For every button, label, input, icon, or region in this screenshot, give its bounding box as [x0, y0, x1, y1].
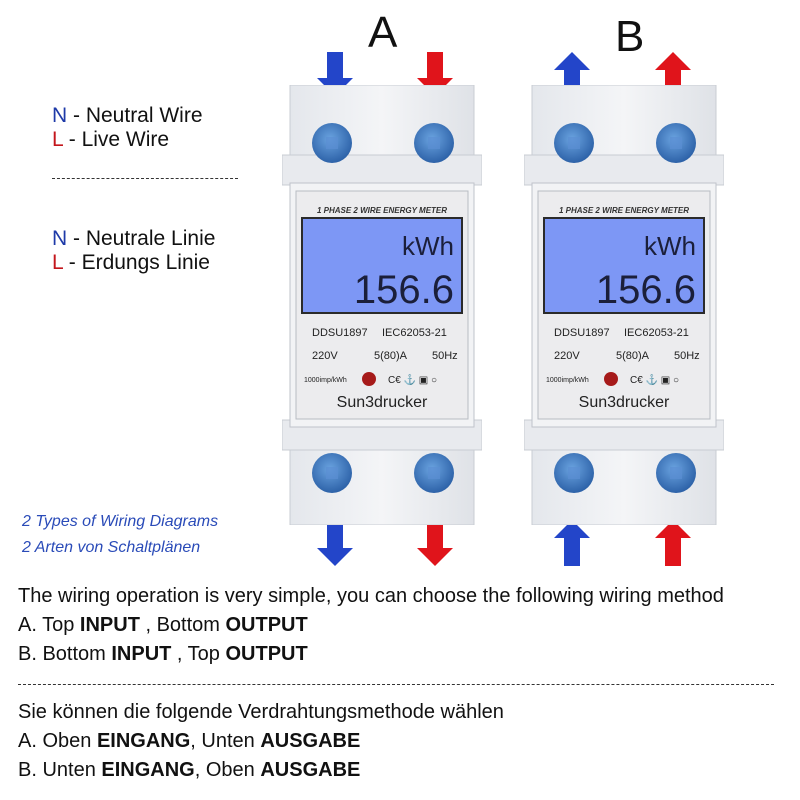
meter-voltage: 220V	[312, 350, 338, 362]
types-en: 2 Types of Wiring Diagrams	[22, 513, 219, 530]
legend-divider	[52, 178, 238, 179]
meter-header: 1 PHASE 2 WIRE ENERGY METER	[317, 206, 447, 215]
diagram-label-b: B	[615, 12, 645, 61]
arrow-up-icon	[655, 52, 691, 96]
text-input: INPUT	[111, 643, 172, 665]
lcd-unit: kWh	[644, 231, 696, 261]
meter-impulse: 1000imp/kWh	[546, 377, 589, 384]
text-mid: , Oben	[194, 759, 261, 781]
diagram-label-a: A	[368, 8, 398, 57]
meter-brand: Sun3drucker	[579, 394, 670, 411]
instructions-en-intro: The wiring operation is very simple, you…	[18, 585, 724, 607]
arrow-down-icon	[317, 520, 353, 566]
meter-current: 5(80)A	[616, 350, 650, 362]
legend-live-de: L - Erdungs Linie	[52, 251, 210, 275]
text-output: AUSGABE	[260, 730, 361, 752]
certification-icons: C€ ⚓ ▣ ○	[388, 373, 437, 386]
arrow-up-icon	[554, 520, 590, 566]
legend-neutral-de-text: - Neutrale Linie	[67, 227, 216, 250]
legend-live-en: L - Live Wire	[52, 128, 169, 152]
n-letter: N	[52, 104, 68, 127]
text-mid: , Bottom	[139, 614, 226, 636]
lcd-reading: 156.6	[354, 268, 454, 312]
text-prefix: B. Bottom	[18, 643, 112, 665]
text-output: OUTPUT	[225, 643, 308, 665]
text-output: AUSGABE	[260, 759, 361, 781]
meter-model: DDSU1897	[312, 327, 368, 339]
instructions-divider	[18, 684, 774, 685]
arrow-l-bottom-b	[655, 520, 691, 566]
meter-frequency: 50Hz	[674, 350, 700, 362]
arrow-n-top-b	[554, 52, 590, 96]
terminal-screw-icon	[554, 123, 696, 493]
text-prefix: B. Unten	[18, 759, 102, 781]
meter-model: DDSU1897	[554, 327, 610, 339]
legend-neutral-en-text: - Neutral Wire	[67, 104, 203, 127]
arrow-n-bottom-b	[554, 520, 590, 566]
text-prefix: A. Oben	[18, 730, 97, 752]
text-input: INPUT	[79, 614, 140, 636]
arrows-layer	[317, 52, 691, 566]
meter-standard: IEC62053-21	[624, 327, 689, 339]
pulse-led-icon	[362, 372, 376, 386]
terminal-screw-icon	[312, 123, 454, 493]
arrow-down-icon	[417, 520, 453, 566]
instructions-de-b: B. Unten EINGANG, Oben AUSGABE	[18, 759, 360, 782]
lcd-unit: kWh	[402, 231, 454, 261]
l-letter: L	[52, 251, 63, 274]
meter-brand: Sun3drucker	[337, 394, 428, 411]
lcd-reading: 156.6	[596, 268, 696, 312]
arrow-l-bottom-a	[417, 520, 453, 566]
text-input: EINGANG	[101, 759, 195, 781]
energy-meter-b: 1 PHASE 2 WIRE ENERGY METER kWh 156.6 DD…	[524, 85, 724, 525]
arrow-up-icon	[554, 52, 590, 96]
certification-icons: C€ ⚓ ▣ ○	[630, 373, 679, 386]
instructions-en-a: A. Top INPUT , Bottom OUTPUT	[18, 614, 308, 637]
energy-meter-a: 1 PHASE 2 WIRE ENERGY METER kWh 156.6 DD…	[282, 85, 482, 525]
n-letter: N	[52, 227, 68, 250]
legend-live-de-text: - Erdungs Linie	[62, 251, 210, 274]
types-de: 2 Arten von Schaltplänen	[22, 539, 201, 556]
legend-neutral-de: N - Neutrale Linie	[52, 227, 215, 251]
meter-standard: IEC62053-21	[382, 327, 447, 339]
arrow-up-icon	[655, 520, 691, 566]
meter-voltage: 220V	[554, 350, 580, 362]
text-output: OUTPUT	[225, 614, 308, 636]
lcd-display	[301, 217, 463, 314]
lcd-display	[543, 217, 705, 314]
l-letter: L	[52, 128, 63, 151]
arrow-n-bottom-a	[317, 520, 353, 566]
text-input: EINGANG	[96, 730, 191, 752]
text-mid: , Unten	[190, 730, 261, 752]
instructions-de-intro: Sie können die folgende Verdrahtungsmeth…	[18, 701, 504, 723]
legend-live-en-text: - Live Wire	[62, 128, 170, 151]
text-prefix: A. Top	[18, 614, 80, 636]
meter-current: 5(80)A	[374, 350, 408, 362]
meter-impulse: 1000imp/kWh	[304, 377, 347, 384]
legend-neutral-en: N - Neutral Wire	[52, 104, 203, 128]
instructions-en-b: B. Bottom INPUT , Top OUTPUT	[18, 643, 308, 666]
text-mid: , Top	[171, 643, 226, 665]
meter-frequency: 50Hz	[432, 350, 458, 362]
arrow-l-top-b	[655, 52, 691, 96]
pulse-led-icon	[604, 372, 618, 386]
instructions-de-a: A. Oben EINGANG, Unten AUSGABE	[18, 730, 360, 753]
meter-header: 1 PHASE 2 WIRE ENERGY METER	[559, 206, 689, 215]
